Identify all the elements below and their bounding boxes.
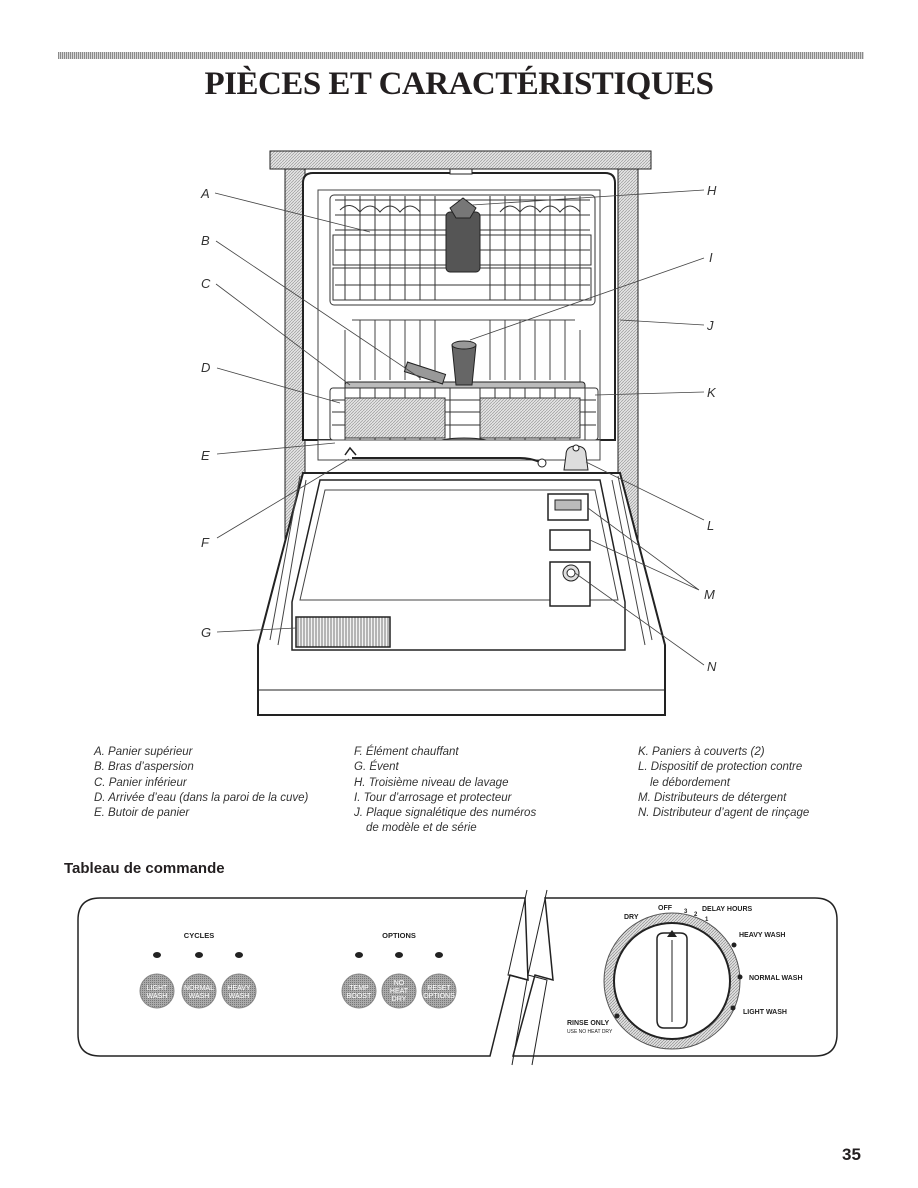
wash-tower xyxy=(451,344,477,386)
door-inner xyxy=(291,479,626,651)
dial-dry: DRY xyxy=(624,914,639,921)
vent xyxy=(295,616,391,648)
legend-column-1: A. Panier supérieur B. Bras d’aspersion … xyxy=(94,745,308,821)
svg-text:OPTIONS: OPTIONS xyxy=(423,993,455,1000)
no-heat-dry-button[interactable]: NO HEAT DRY xyxy=(381,973,417,1009)
svg-text:NO: NO xyxy=(394,980,405,987)
callout-g: G xyxy=(201,625,211,640)
section-title: Tableau de commande xyxy=(64,860,225,877)
reset-options-button[interactable]: RESET OPTIONS xyxy=(421,973,457,1009)
legend-item: D. Arrivée d’eau (dans la paroi de la cu… xyxy=(94,791,309,804)
callout-f: F xyxy=(201,535,210,550)
svg-text:HEAVY: HEAVY xyxy=(227,985,251,992)
cycle-dial[interactable] xyxy=(603,912,741,1050)
light-wash-button[interactable]: LIGHT WASH xyxy=(139,973,175,1009)
legend-item: A. Panier supérieur xyxy=(94,746,193,758)
legend-column-2: F. Élément chauffant G. Évent H. Troisiè… xyxy=(354,745,536,837)
options-label: OPTIONS xyxy=(382,931,416,940)
tub-frame xyxy=(302,172,616,441)
dial-normal-wash: NORMAL WASH xyxy=(749,975,803,982)
callout-c: C xyxy=(201,276,211,291)
lower-rack xyxy=(329,387,599,441)
control-panel-right xyxy=(512,897,838,1057)
svg-text:TEMP: TEMP xyxy=(349,985,369,992)
legend-item: L. Dispositif de protection contre xyxy=(638,761,803,774)
third-level-wash xyxy=(445,197,481,273)
dial-delay-1: 1 xyxy=(705,917,709,923)
legend-item: C. Panier inférieur xyxy=(94,776,187,789)
dial-pointer xyxy=(667,930,677,937)
dial-delay-hours: DELAY HOURS xyxy=(702,906,753,913)
legend-item: K. Paniers à couverts (2) xyxy=(638,746,765,758)
svg-text:LIGHT: LIGHT xyxy=(147,985,168,992)
callout-d: D xyxy=(201,360,210,375)
callout-i: I xyxy=(709,250,713,265)
detergent-dispenser-pre xyxy=(549,529,591,551)
legend-item: F. Élément chauffant xyxy=(354,746,459,758)
dial-rinse-note: USE NO HEAT DRY xyxy=(567,1029,613,1035)
callout-e: E xyxy=(201,448,210,463)
callout-j: J xyxy=(706,318,714,333)
normal-wash-button[interactable]: NORMAL WASH xyxy=(181,973,217,1009)
top-rule xyxy=(58,52,864,59)
callout-m: M xyxy=(704,587,715,602)
legend-item: M. Distributeurs de détergent xyxy=(638,791,787,804)
dial-rinse-only: RINSE ONLY xyxy=(567,1020,609,1027)
legend-item-continued: de modèle et de série xyxy=(366,822,477,835)
lower-rack-back xyxy=(344,319,581,385)
svg-text:HEAT: HEAT xyxy=(390,988,409,995)
legend-item: G. Évent xyxy=(354,761,399,774)
svg-text:WASH: WASH xyxy=(147,993,168,1000)
callout-a: A xyxy=(200,186,210,201)
dial-off: OFF xyxy=(658,905,673,912)
svg-text:WASH: WASH xyxy=(229,993,250,1000)
svg-text:BOOST: BOOST xyxy=(347,993,372,1000)
legend-item: I. Tour d’arrosage et protecteur xyxy=(354,791,512,804)
dial-delay-2: 2 xyxy=(694,912,698,918)
heating-element xyxy=(344,446,357,456)
svg-text:RESET: RESET xyxy=(427,985,451,992)
svg-text:NORMAL: NORMAL xyxy=(184,985,214,992)
dial-light-wash: LIGHT WASH xyxy=(743,1009,787,1016)
cycle-indicator-lights xyxy=(153,952,243,958)
option-indicator-lights xyxy=(355,952,443,958)
page-title: PIÈCES ET CARACTÉRISTIQUES xyxy=(204,66,714,102)
countertop xyxy=(269,150,652,170)
svg-text:WASH: WASH xyxy=(189,993,210,1000)
leader-lines xyxy=(214,189,705,666)
legend-item: H. Troisième niveau de lavage xyxy=(354,776,509,789)
dial-delay-3: 3 xyxy=(684,909,688,915)
callout-h: H xyxy=(707,183,717,198)
callout-n: N xyxy=(707,659,717,674)
page-number: 35 xyxy=(842,1145,861,1164)
cycles-label: CYCLES xyxy=(184,931,214,940)
legend-item-continued: le débordement xyxy=(650,776,730,789)
temp-boost-button[interactable]: TEMP BOOST xyxy=(341,973,377,1009)
control-panel-left xyxy=(77,897,529,1057)
callout-l: L xyxy=(707,518,714,533)
legend-column-3: K. Paniers à couverts (2) L. Dispositif … xyxy=(638,745,809,821)
legend-item: N. Distributeur d’agent de rinçage xyxy=(638,807,810,820)
dial-heavy-wash: HEAVY WASH xyxy=(739,932,785,939)
heavy-wash-button[interactable]: HEAVY WASH xyxy=(221,973,257,1009)
svg-text:DRY: DRY xyxy=(392,996,407,1003)
legend-item: E. Butoir de panier xyxy=(94,807,190,820)
callout-b: B xyxy=(201,233,210,248)
legend-item: J. Plaque signalétique des numéros xyxy=(354,807,537,820)
dishwasher-diagram: A B C D E F G H I J K L M N xyxy=(200,150,717,716)
tub-floor xyxy=(317,439,601,461)
callout-k: K xyxy=(707,385,717,400)
legend-item: B. Bras d’aspersion xyxy=(94,761,194,774)
